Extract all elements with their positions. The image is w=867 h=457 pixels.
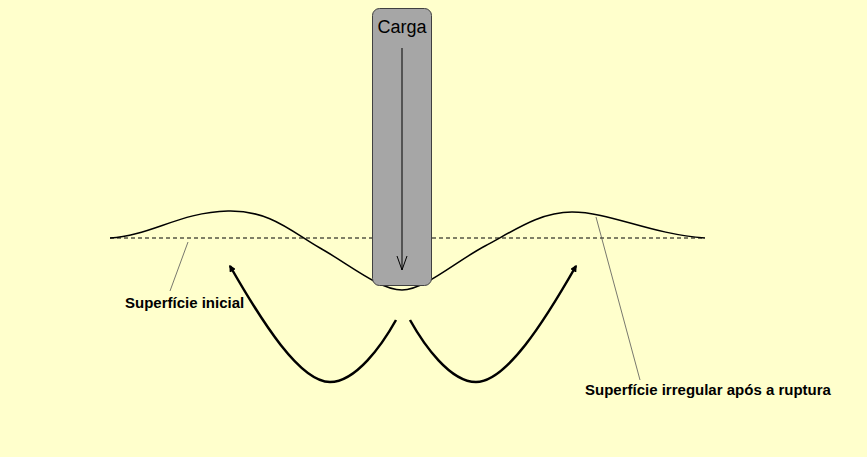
flow-arrow-left bbox=[230, 266, 396, 382]
indenter-box: Carga bbox=[372, 8, 432, 286]
indenter-body bbox=[373, 9, 432, 286]
surface-label: Superfície inicial bbox=[125, 291, 244, 314]
surface-label: Superfície irregular após a ruptura bbox=[585, 378, 847, 401]
load-label: Carga bbox=[372, 8, 432, 38]
leader-line bbox=[170, 242, 188, 291]
indenter-shape bbox=[372, 8, 432, 286]
load-arrow bbox=[402, 48, 403, 270]
leader-line bbox=[596, 217, 640, 380]
load-arrow-head bbox=[397, 256, 407, 270]
flow-arrow-right bbox=[410, 266, 576, 382]
